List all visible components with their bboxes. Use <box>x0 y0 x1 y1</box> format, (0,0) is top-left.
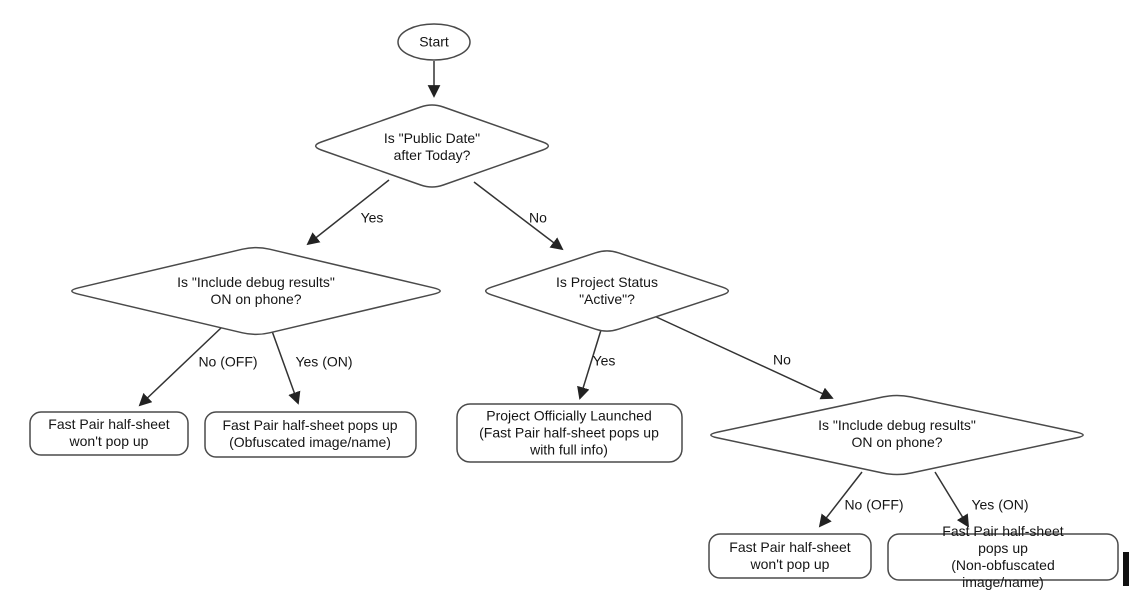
edge-no-off-to-wont-popup-right <box>818 471 863 528</box>
outcome-box-non-obfuscated <box>887 533 1119 581</box>
start-terminator-shape <box>397 23 471 61</box>
edge-yes-on-to-obfuscated <box>271 330 301 405</box>
decision-diamond-debug-left <box>71 246 441 336</box>
edge-no-to-project-status <box>473 181 564 251</box>
outcome-box-obfuscated <box>204 411 417 458</box>
edge-yes-to-launched <box>577 329 602 400</box>
decision-diamond-debug-right <box>710 394 1084 476</box>
outcome-box-launched <box>456 403 683 463</box>
decision-diamond-public-date <box>314 104 550 188</box>
decision-diamond-project-status <box>484 250 730 332</box>
edge-no-off-to-wont-popup-left <box>138 327 222 407</box>
edge-yes-to-debug-left <box>306 179 390 246</box>
edge-yes-on-to-non-obfuscated <box>934 471 969 528</box>
text-cursor-bar <box>1123 552 1129 586</box>
outcome-box-wont-popup-left <box>29 411 189 456</box>
edge-no-to-debug-right <box>651 314 834 400</box>
outcome-box-wont-popup-right <box>708 533 872 579</box>
